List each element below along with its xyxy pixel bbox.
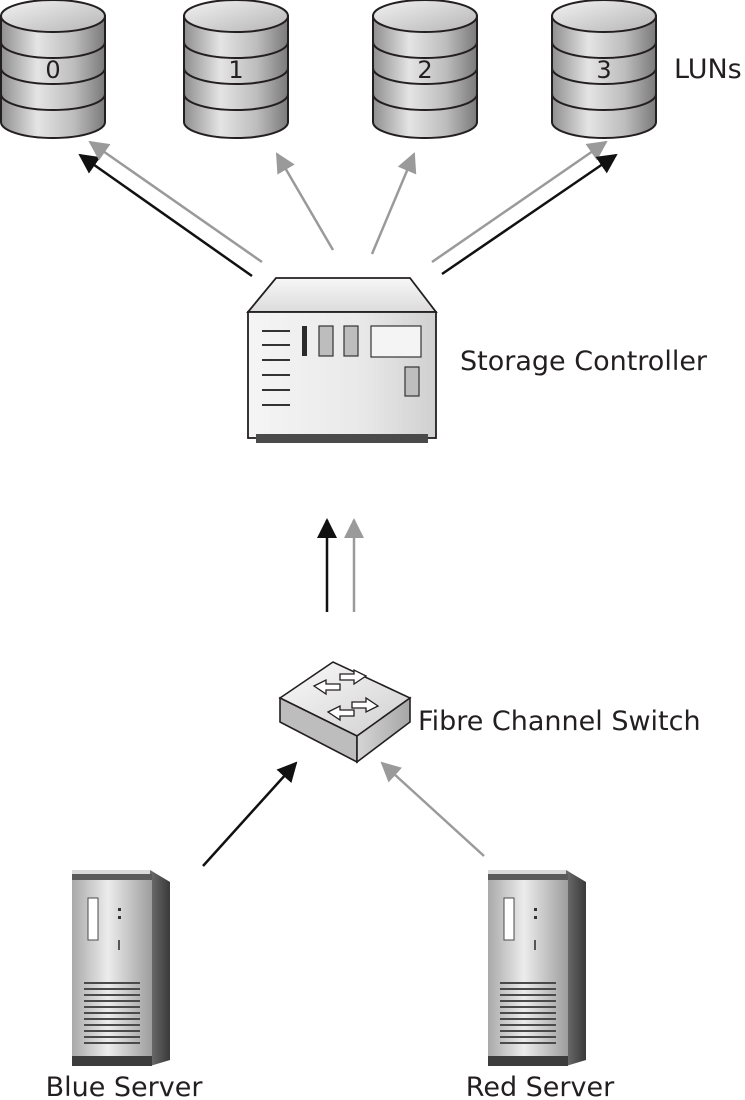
fibre-channel-switch-icon [278,661,412,764]
lun-3-label: 3 [596,56,611,84]
blue-server-label: Blue Server [46,1072,204,1100]
arrow-grey-to-lun-2 [370,152,417,255]
fibre-channel-switch-label: Fibre Channel Switch [418,706,701,737]
arrow-blue-server-path [202,761,298,867]
lun-disk-1: 1 [183,0,289,139]
arrow-black-to-lun-0 [78,153,253,278]
arrow-grey-to-lun-3 [431,140,608,264]
arrow-red-server-path [380,761,485,857]
luns-label: LUNs [674,54,742,85]
arrow-grey-to-lun-0 [88,140,263,264]
red-server-label: Red Server [466,1072,615,1100]
storage-controller-icon [246,277,438,443]
lun-disk-3: 3 [551,0,657,139]
storage-controller-label: Storage Controller [460,346,708,377]
lun-0-label: 0 [45,56,60,84]
lun-disk-2: 2 [372,0,478,139]
red-server-icon [487,869,587,1067]
lun-1-label: 1 [228,56,243,84]
lun-2-label: 2 [417,56,432,84]
blue-server-icon [71,869,171,1067]
lun-disk-0: 0 [0,0,106,139]
arrow-black-to-lun-3 [441,153,618,276]
arrow-grey-to-lun-1 [275,152,335,251]
